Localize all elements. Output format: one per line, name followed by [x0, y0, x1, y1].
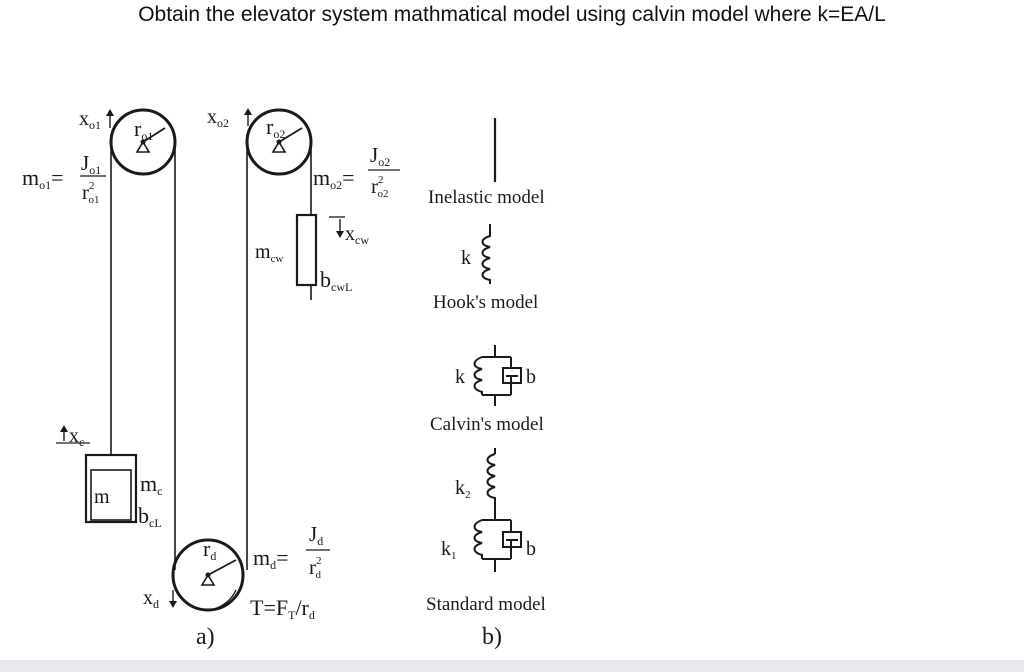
svg-text:mo2=: mo2=: [313, 165, 355, 192]
standard-k2-label: k2: [455, 477, 471, 501]
bcl-label: bcL: [138, 503, 162, 530]
calvins-model: k b Calvin's model: [430, 345, 544, 435]
torque-label: T=FT/rd: [250, 595, 315, 622]
svg-text:r2d: r2d: [309, 555, 322, 581]
xo2-label: xo2: [207, 106, 229, 130]
svg-text:Jo2: Jo2: [370, 143, 390, 169]
pulley-d: [171, 538, 245, 612]
xo1-label: xo1: [79, 108, 101, 132]
pulley-o2: [245, 108, 313, 176]
elevator-car: m: [84, 453, 138, 524]
caption-a: a): [196, 624, 215, 650]
rd-label: rd: [203, 536, 216, 563]
calvins-b-label: b: [526, 366, 536, 388]
ropes: [110, 142, 312, 570]
question-title: Obtain the elevator system mathmatical m…: [138, 3, 886, 26]
xc-label: xc: [69, 425, 84, 449]
bottom-bar: [0, 660, 1024, 672]
hooks-model: k Hook's model: [433, 224, 538, 313]
hooks-model-label: Hook's model: [433, 292, 538, 313]
svg-text:Jd: Jd: [309, 522, 323, 548]
standard-model-label: Standard model: [426, 594, 546, 615]
car-mass-label: m: [94, 486, 110, 508]
standard-model: k2 k1 b Standard model: [426, 448, 546, 615]
standard-k1-label: k1: [441, 538, 457, 562]
bcwl-label: bcwL: [320, 267, 352, 294]
mcw-label: mcw: [255, 241, 283, 265]
xd-label: xd: [143, 587, 159, 611]
calvins-k-label: k: [455, 366, 465, 388]
diagram-b: Inelastic model k Hook's model k b Calvi…: [426, 118, 546, 650]
mc-label: mc: [140, 471, 162, 498]
svg-text:Jo1: Jo1: [81, 151, 101, 177]
hooks-k-label: k: [461, 247, 471, 269]
xcw-label: xcw: [345, 223, 369, 247]
svg-text:md=: md=: [253, 545, 289, 572]
standard-b-label: b: [526, 538, 536, 560]
calvins-model-label: Calvin's model: [430, 414, 544, 435]
inelastic-model: Inelastic model: [428, 118, 545, 208]
ro1-label: ro1: [134, 116, 153, 143]
inelastic-model-label: Inelastic model: [428, 187, 545, 208]
ro2-label: ro2: [266, 114, 285, 141]
svg-text:mo1=: mo1=: [22, 165, 64, 192]
counterweight: [295, 213, 318, 287]
caption-b: b): [482, 624, 502, 650]
